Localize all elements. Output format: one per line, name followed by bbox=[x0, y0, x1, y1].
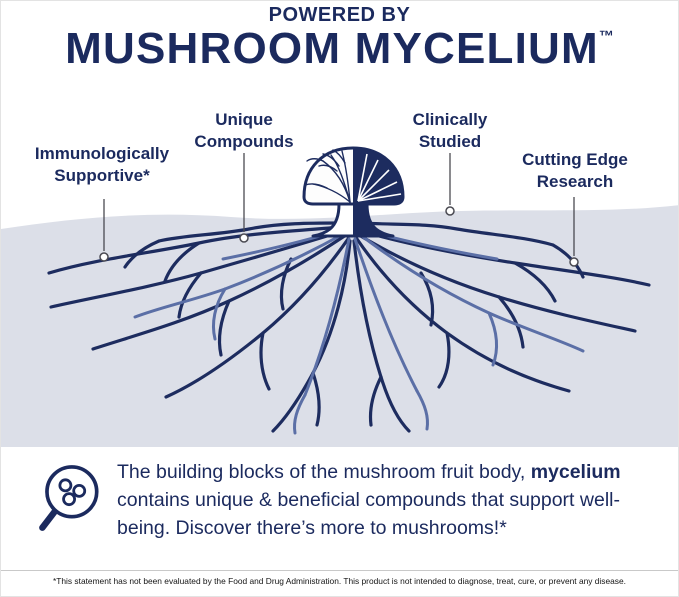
callout-connectors bbox=[99, 153, 579, 267]
trademark-symbol: ™ bbox=[598, 28, 614, 45]
callout-dot bbox=[445, 206, 455, 216]
header-kicker: POWERED BY bbox=[268, 4, 411, 26]
description-part2: contains unique & beneficial compounds t… bbox=[117, 489, 620, 540]
mushroom-figure bbox=[302, 146, 405, 238]
description-block: The building blocks of the mushroom frui… bbox=[35, 458, 641, 542]
callout-unique-compounds: Unique Compounds bbox=[194, 110, 294, 151]
callout-dot bbox=[239, 233, 249, 243]
description-part1: The building blocks of the mushroom frui… bbox=[117, 461, 531, 483]
magnifying-glass-molecules-icon bbox=[39, 465, 99, 531]
mushroom-stem-shade bbox=[353, 204, 393, 236]
callout-immunologically-supportive: Immunologically Supportive* bbox=[34, 144, 170, 185]
description-emphasis: mycelium bbox=[530, 461, 621, 483]
page-title: MUSHROOM MYCELIUM™ bbox=[1, 24, 678, 74]
ground-shape bbox=[1, 205, 678, 447]
mushroom-gills bbox=[357, 153, 402, 202]
footer-divider bbox=[1, 570, 678, 571]
mushroom-cap-veins bbox=[304, 149, 351, 203]
callout-dot bbox=[99, 252, 109, 262]
callout-clinically-studied: Clinically Studied bbox=[412, 110, 488, 151]
fda-disclaimer: *This statement has not been evaluated b… bbox=[53, 576, 626, 586]
title-text: MUSHROOM MYCELIUM bbox=[65, 24, 599, 73]
callout-cutting-edge-research: Cutting Edge Research bbox=[522, 150, 628, 191]
description-text: The building blocks of the mushroom frui… bbox=[117, 458, 641, 542]
callout-dot bbox=[569, 257, 579, 267]
